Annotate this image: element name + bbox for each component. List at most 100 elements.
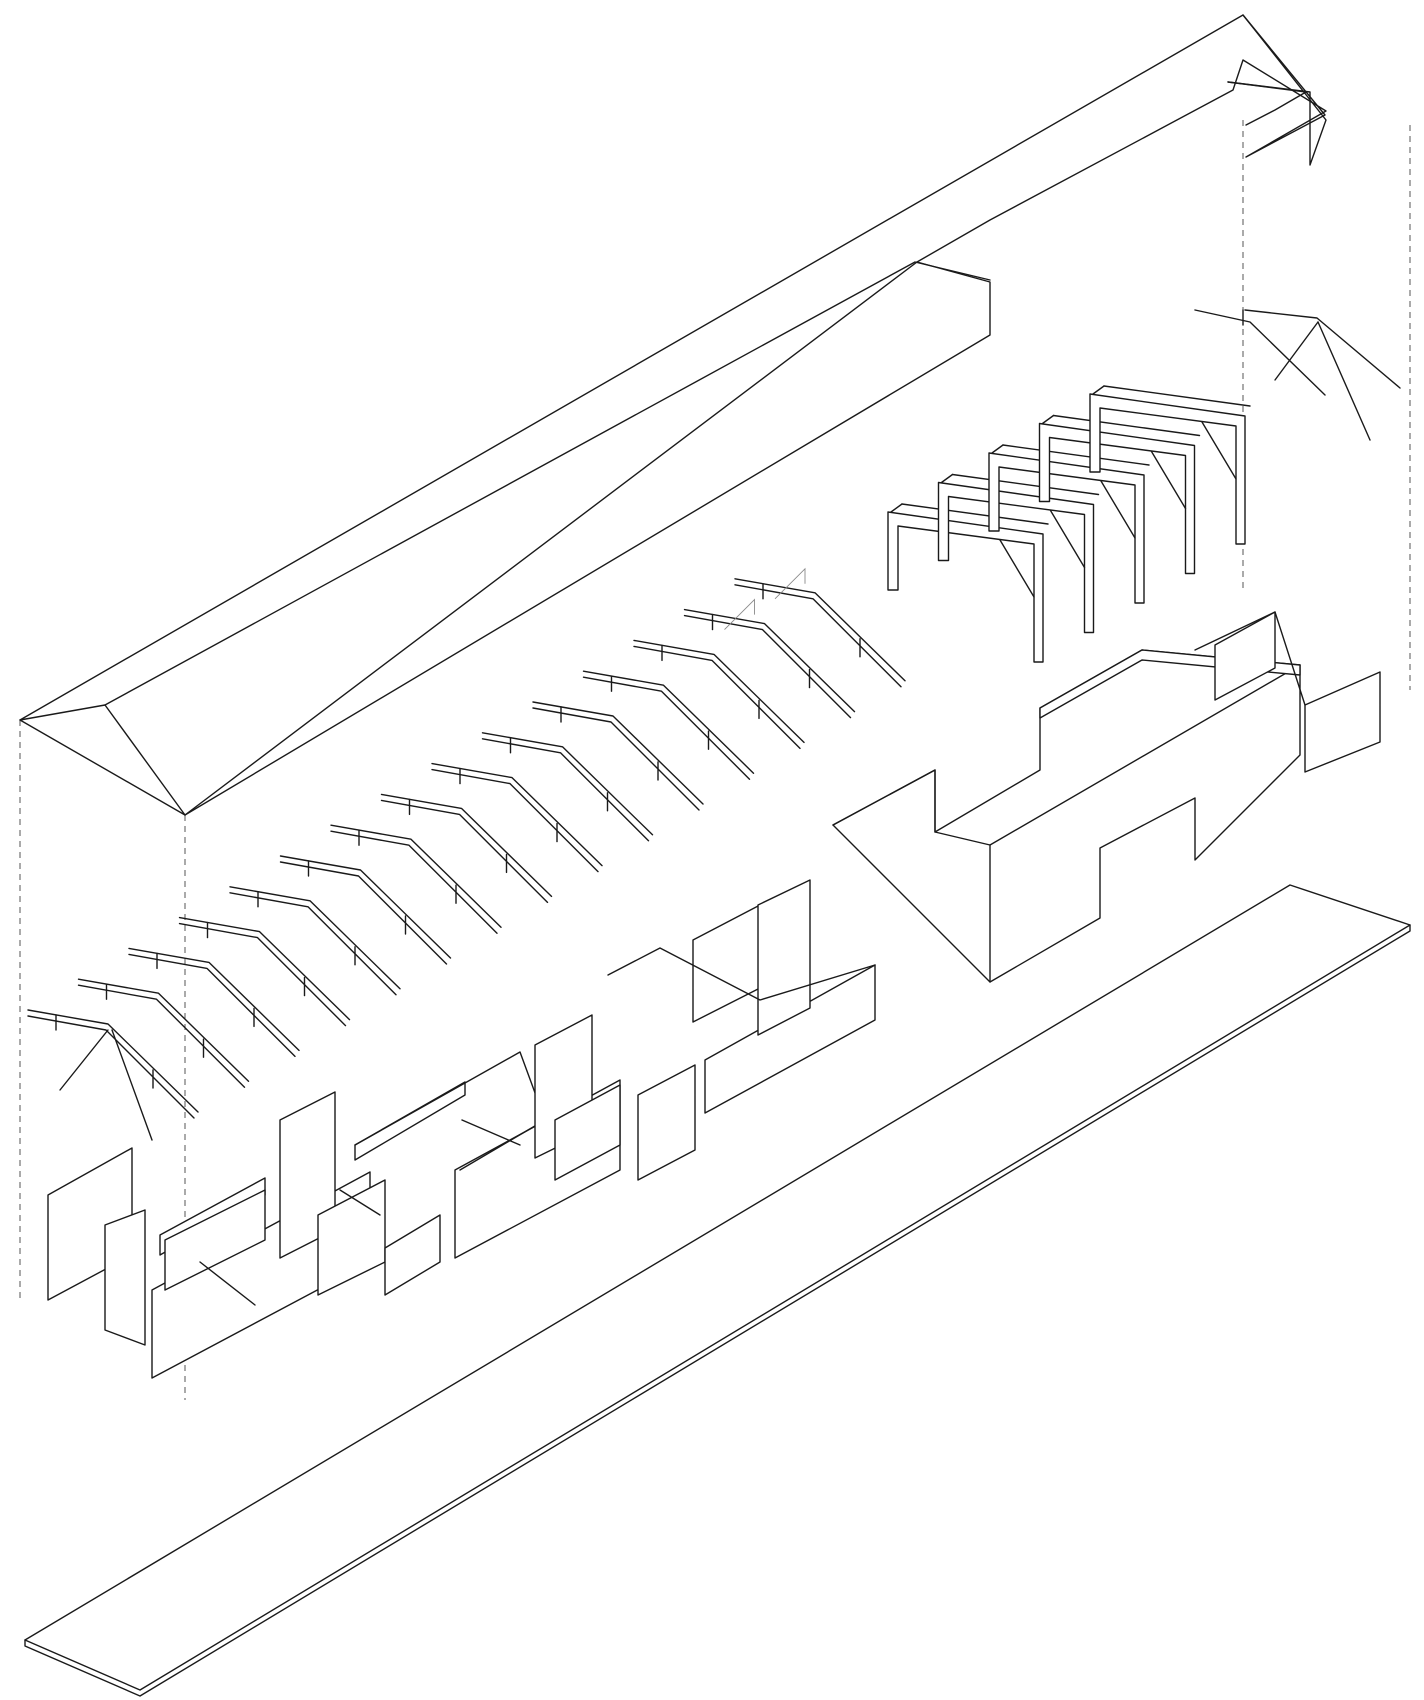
rafter-bottom: [380, 799, 549, 904]
rafter-pair: [229, 886, 401, 996]
room-divider-2: [461, 1119, 521, 1146]
rafter-pair: [279, 855, 452, 965]
room-divider-1: [199, 1261, 256, 1306]
portal-knee-brace: [1049, 509, 1086, 569]
rafter-bottom: [229, 892, 397, 996]
room-cluster-3-box: [637, 1064, 696, 1181]
volume-back-link: [1194, 611, 1306, 706]
large-room-outline: [354, 1051, 546, 1171]
portal-top-edge: [1092, 385, 1105, 395]
portal-frame: [988, 444, 1150, 604]
rafter-pair: [481, 732, 654, 842]
rafter-top: [27, 1009, 199, 1113]
portal-top-edge: [890, 503, 903, 513]
rafter-pair: [330, 824, 502, 934]
portal-top-edge: [1103, 385, 1251, 407]
rafter-bottom: [532, 707, 700, 811]
truss-lower-chord: [1244, 309, 1401, 389]
rafter-pair: [128, 947, 300, 1058]
rafter-pair: [734, 567, 906, 688]
floor-slab-edge: [24, 924, 1411, 1697]
portal-frames: [887, 385, 1251, 663]
portal-frame: [937, 473, 1100, 634]
truss-end-right: [1194, 309, 1401, 441]
rafter-top: [431, 762, 603, 867]
room-cluster-4-outline: [607, 947, 876, 1001]
portal-top-edge: [951, 473, 1100, 496]
rafter-top: [178, 916, 351, 1021]
rafter-bottom: [481, 738, 650, 842]
truss-strut: [1274, 321, 1319, 381]
rafter-bottom: [330, 830, 498, 934]
roof-ridge-line-main: [104, 261, 991, 706]
portal-beam-and-leg: [1038, 422, 1196, 575]
portal-beam-and-leg: [988, 452, 1145, 604]
portal-top-edge: [1052, 414, 1201, 437]
room-cluster-3-front: [554, 1084, 621, 1181]
portal-knee-brace: [1201, 421, 1237, 480]
rafter-top: [279, 855, 452, 959]
rafter-pair: [77, 978, 250, 1088]
rafter-top: [532, 701, 704, 805]
rafter-pairs: [27, 567, 906, 1141]
rafter-bottom: [77, 984, 246, 1088]
rafter-top: [734, 578, 906, 682]
rafter-pair: [178, 916, 351, 1027]
portal-top-edge: [940, 473, 954, 484]
rafter-bottom: [178, 922, 347, 1027]
rafter-pair: [380, 793, 553, 904]
portal-top-edge: [991, 444, 1004, 454]
rafter-pair: [683, 598, 856, 719]
rafter-bottom: [633, 645, 801, 750]
roof-gable-notch: [184, 261, 991, 816]
rafter-bottom: [279, 861, 448, 965]
room-cluster-2-front: [384, 1214, 441, 1296]
rafter-pair: [431, 762, 603, 873]
wall-large-room: [354, 1081, 466, 1161]
rafter-top: [683, 608, 856, 713]
roof-shell: [19, 14, 1327, 816]
truss-leg-left: [111, 1029, 153, 1141]
rafter-bottom: [734, 584, 902, 688]
volume-top-edge: [832, 664, 1301, 846]
portal-knee-brace: [1150, 450, 1187, 510]
volume-side-wall: [1304, 671, 1381, 773]
rafter-top: [380, 793, 553, 898]
room-divider-3: [339, 1189, 381, 1216]
wall-run-upper: [704, 964, 876, 1114]
rafter-bottom: [582, 676, 751, 780]
room-cluster-1-side: [104, 1209, 146, 1346]
bracing-line: [774, 567, 806, 600]
truss-top-chord: [1194, 309, 1326, 396]
truss-leg: [1317, 321, 1371, 441]
rafter-pair: [27, 1009, 199, 1141]
portal-beam-and-leg: [937, 481, 1095, 634]
rafter-pair: [633, 639, 805, 750]
rafter-pair: [532, 701, 704, 811]
roof-end-cap: [1227, 81, 1307, 126]
portal-beam-and-leg: [1089, 393, 1246, 545]
rafter-top: [633, 639, 805, 744]
roof-long-slope: [19, 14, 1327, 816]
portal-top-edge: [901, 503, 1049, 525]
portal-knee-brace: [1100, 480, 1136, 539]
rafter-bottom: [683, 614, 852, 719]
portal-knee-brace: [999, 539, 1035, 598]
volume-back-wall: [1214, 611, 1276, 701]
room-cluster-4: [692, 904, 761, 1023]
walls-rooms: [47, 879, 876, 1379]
portal-frame: [887, 503, 1049, 663]
portal-frame: [1089, 385, 1251, 545]
rafter-top: [77, 978, 250, 1082]
bracing-line: [724, 598, 755, 630]
portal-top-edge: [1002, 444, 1150, 466]
rafter-top: [330, 824, 502, 928]
wall-partition-a: [164, 1189, 266, 1291]
truss-strut-left: [59, 1029, 109, 1091]
rafter-pair: [582, 670, 755, 780]
room-cluster-4-back: [757, 879, 811, 1036]
portal-frame: [1038, 414, 1201, 575]
rafter-bottom: [128, 953, 296, 1058]
enclosure-volume: [832, 611, 1381, 983]
